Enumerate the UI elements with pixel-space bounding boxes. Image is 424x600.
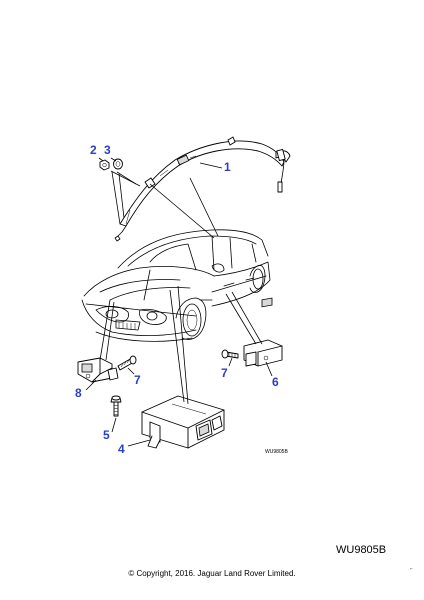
callout-7-left: 7: [134, 373, 141, 387]
curtain-airbag-part: [114, 136, 291, 242]
reference-code: WU9805B: [336, 544, 387, 556]
side-impact-sensor-part: [243, 297, 283, 367]
callout-1: 1: [224, 160, 231, 174]
callout-7-right: 7: [221, 366, 228, 380]
leader-lines: [85, 157, 273, 447]
corner-mark: ⌐: [410, 566, 413, 572]
callout-4: 4: [118, 442, 125, 456]
control-module-part: [141, 395, 225, 449]
callout-3: 3: [104, 143, 111, 157]
callout-2: 2: [90, 143, 97, 157]
bolt-part-right: [221, 349, 239, 359]
callout-6: 6: [272, 375, 279, 389]
diagram-inline-code: WU9805B: [265, 449, 288, 455]
nut-part: [99, 159, 110, 171]
bolt-part: [117, 355, 137, 371]
callout-8: 8: [75, 386, 82, 400]
clip-part: [113, 158, 123, 170]
car-illustration: [81, 229, 271, 342]
sensor-bracket-part: [77, 357, 119, 383]
copyright-notice: © Copyright, 2016. Jaguar Land Rover Lim…: [128, 569, 296, 578]
mounting-bolt-part: [110, 395, 122, 417]
callout-5: 5: [103, 428, 110, 442]
